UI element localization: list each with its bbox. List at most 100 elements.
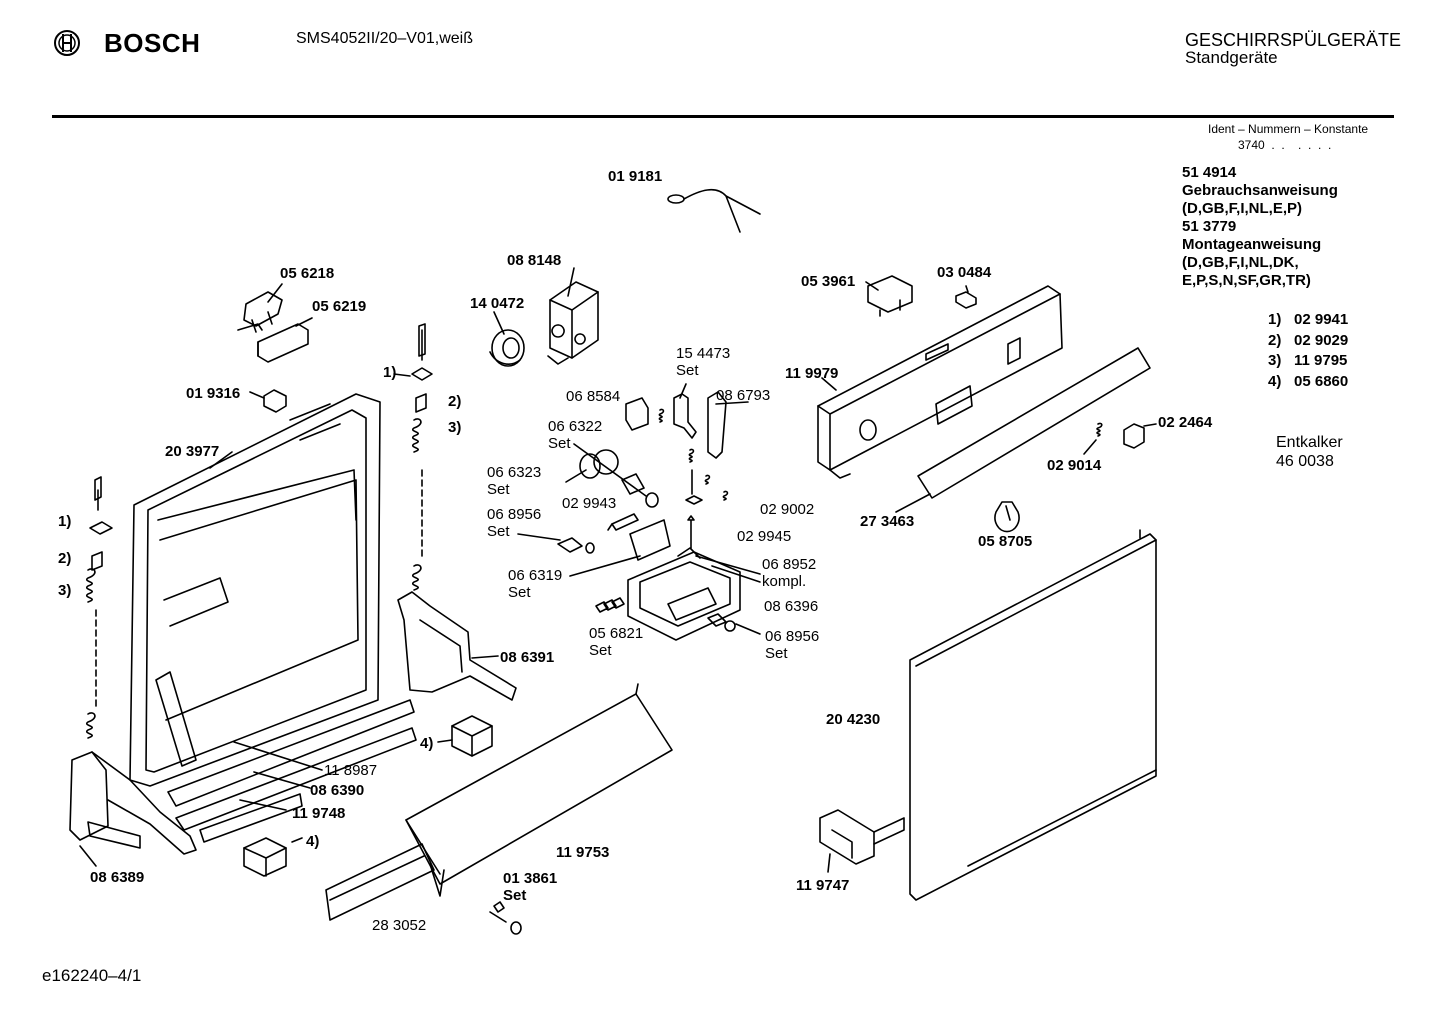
bracket-part-086391 [397, 591, 517, 701]
seal-part-029943 [607, 513, 671, 561]
latch-part-030484 [955, 285, 977, 309]
document-line: (D,GB,F,I,NL,E,P) [1182, 200, 1302, 217]
footnote-row: 2)02 9029 [1268, 331, 1348, 352]
part-label-119753: 11 9753 [556, 844, 610, 861]
footnote-key: 1) [1268, 311, 1282, 328]
part-label-029014: 02 9014 [1047, 457, 1102, 474]
footnote-row: 1) 02 9941 [1268, 310, 1348, 331]
category-subtitle: Standgeräte [1185, 48, 1278, 67]
footnote-key: 4) [1268, 372, 1282, 390]
end-cap-block-top [437, 715, 493, 757]
footnote-marker-4-top: 4) [420, 735, 434, 752]
part-label-140472: 14 0472 [470, 295, 525, 312]
footnote-marker-3-left: 3) [58, 582, 72, 599]
dispenser-cap-parts [565, 443, 659, 508]
part-label-056219: 05 6219 [312, 298, 367, 315]
part-label-068956-upper: 06 8956 Set [487, 506, 542, 540]
part-label-086396: 08 6396 [764, 598, 819, 615]
footnote-row: 4) 05 6860 [1268, 372, 1348, 393]
model-number: SMS4052II/20–V01,weiß [296, 30, 473, 47]
part-label-019316: 01 9316 [186, 385, 241, 402]
brand-name: BOSCH [104, 28, 201, 58]
part-label-273463: 27 3463 [860, 513, 915, 530]
category-title: GESCHIRRSPÜLGERÄTE [1185, 30, 1402, 50]
footnote-marker-1-right: 1) [383, 364, 397, 381]
entkalker-label: Entkalker [1276, 434, 1343, 451]
footnote-marker-4-bottom: 4) [306, 833, 320, 850]
part-label-030484: 03 0484 [937, 264, 992, 281]
document-line: 51 4914 [1182, 164, 1237, 181]
plinth-trim-parts [175, 727, 417, 843]
footnote-part: 11 9795 [1294, 352, 1348, 369]
kickplate-part-119753 [405, 683, 673, 897]
footnote-marker-2-right: 2) [448, 393, 462, 410]
footnote-list: 1) 02 9941 2)02 9029 3)11 9795 4) 05 6860 [1268, 310, 1348, 392]
drawing-code: e162240–4/1 [42, 966, 142, 985]
footnote-part: 02 9029 [1294, 331, 1349, 349]
part-label-283052: 28 3052 [372, 917, 427, 934]
footnote-part: 05 6860 [1294, 372, 1349, 390]
footnote-row: 3)11 9795 [1268, 351, 1348, 372]
lever-part-068956 [517, 533, 595, 554]
spring-part-029014 [1083, 422, 1103, 455]
part-label-119747: 11 9747 [796, 877, 850, 894]
button-part-022464 [1123, 423, 1157, 449]
part-label-068584: 06 8584 [566, 388, 621, 405]
lock-assembly-parts [625, 383, 749, 549]
footnote-part: 02 9941 [1294, 311, 1349, 328]
part-label-053961: 05 3961 [801, 273, 856, 290]
control-panel-part-119979 [817, 285, 1063, 479]
document-line: E,P,S,N,SF,GR,TR) [1182, 272, 1311, 289]
part-label-088148: 08 8148 [507, 252, 562, 269]
part-label-203977: 20 3977 [165, 443, 220, 460]
screw-part-013861 [489, 901, 522, 935]
part-label-068952: 06 8952 kompl. [762, 556, 817, 590]
document-list: 51 4914 Gebrauchsanweisung (D,GB,F,I,NL,… [1182, 164, 1338, 290]
handle-part-119747 [819, 809, 905, 873]
footnote-marker-2-left: 2) [58, 550, 72, 567]
part-label-068956-lower: 06 8956 Set [765, 628, 820, 662]
part-label-029943: 02 9943 [562, 495, 617, 512]
knob-part-140472 [489, 311, 525, 367]
spring-stack-right [393, 323, 433, 591]
bosch-logo [52, 28, 82, 58]
hinge-part-056218 [237, 283, 283, 333]
part-label-119979: 11 9979 [785, 365, 839, 382]
part-label-118987: 11 8987 [324, 762, 378, 779]
footnote-marker-3-right: 3) [448, 419, 462, 436]
rail-part-283052 [325, 843, 435, 921]
ident-value: 3740 . . . . . . [1238, 138, 1332, 152]
timer-part-088148 [547, 267, 599, 365]
door-panel-part-204230 [909, 529, 1157, 901]
part-label-086793: 08 6793 [716, 387, 771, 404]
hinge-assembly-left-086389 [69, 476, 197, 867]
bracket-part-053961 [865, 275, 913, 317]
document-line: Gebrauchsanweisung [1182, 182, 1338, 199]
end-cap-block-bottom [243, 837, 303, 877]
part-label-022464: 02 2464 [1158, 414, 1213, 431]
part-label-086389: 08 6389 [90, 869, 145, 886]
part-label-019181: 01 9181 [608, 168, 663, 185]
part-label-119748: 11 9748 [292, 805, 346, 822]
knob-part-058705 [994, 501, 1020, 533]
part-label-066323: 06 6323 Set [487, 464, 542, 498]
document-line: 51 3779 [1182, 218, 1237, 235]
ident-caption: Ident – Nummern – Konstante [1208, 122, 1369, 136]
document-line: Montageanweisung [1182, 236, 1322, 253]
bosch-armature-icon [54, 30, 80, 56]
part-label-154473: 15 4473 Set [676, 345, 731, 379]
inner-door-part-203977 [129, 393, 415, 807]
part-label-204230: 20 4230 [826, 711, 881, 728]
clip-part-056219 [257, 317, 313, 363]
spring-part-056821 [569, 555, 641, 613]
stop-part-019316 [249, 389, 287, 413]
part-label-056821: 05 6821 Set [589, 625, 644, 659]
part-label-029945: 02 9945 [737, 528, 792, 545]
part-label-056218: 05 6218 [280, 265, 335, 282]
part-label-013861: 01 3861 Set [503, 870, 558, 904]
cable-part-019181 [667, 188, 761, 233]
document-line: (D,GB,F,I,NL,DK, [1182, 254, 1299, 271]
footnote-marker-1-left: 1) [58, 513, 72, 530]
dispenser-housing-068952 [627, 547, 761, 641]
